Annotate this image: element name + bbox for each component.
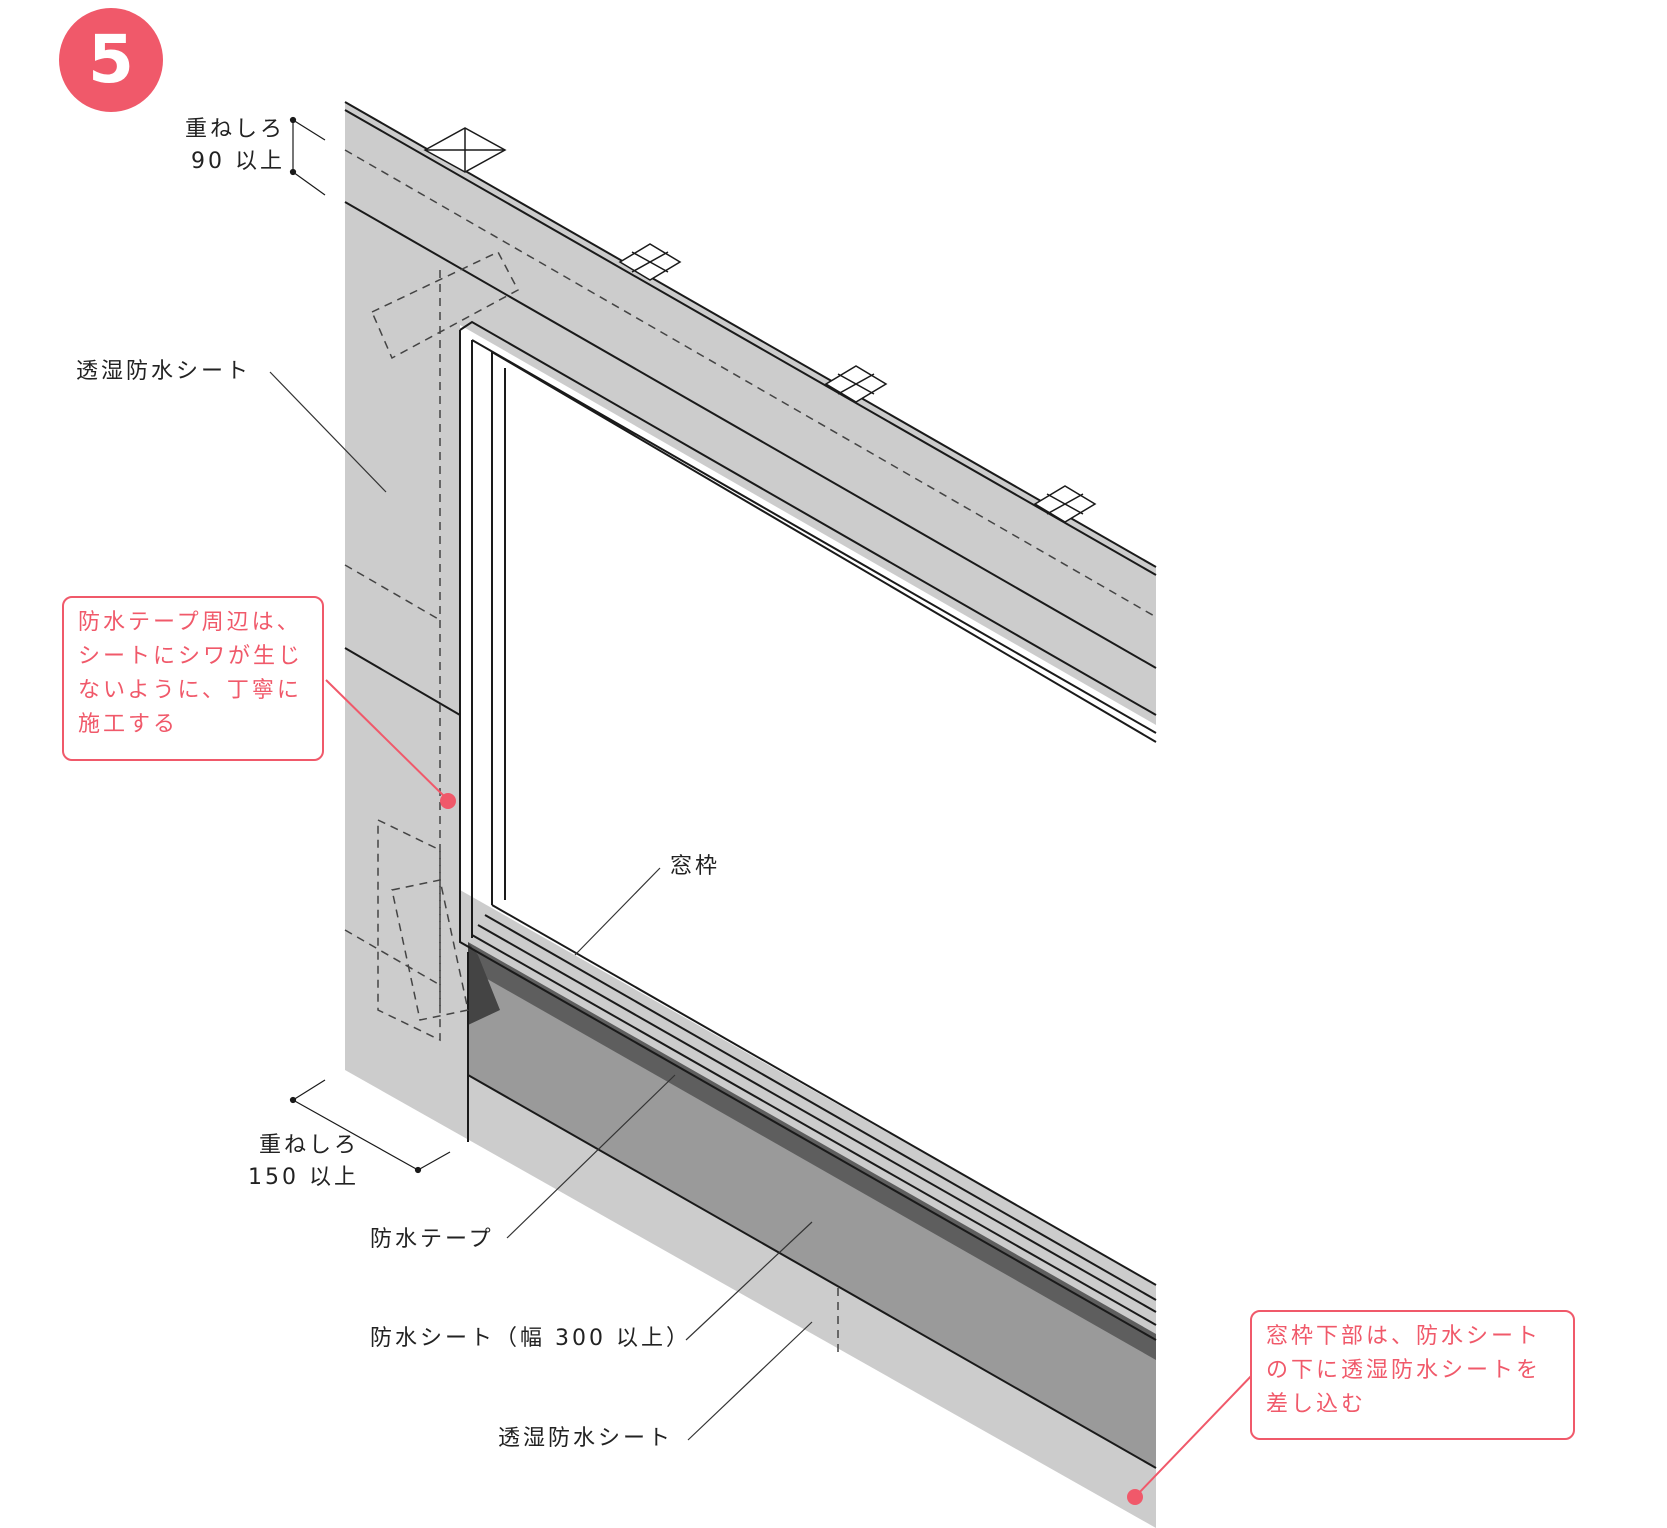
- bottom-overlap-label: 重ねしろ 150 以上: [248, 1133, 359, 1190]
- waterproof-tape-label: 防水テープ: [370, 1227, 494, 1252]
- stud-3: [824, 365, 888, 403]
- frame-bottom-note-callout: 窓枠下部は、防水シート の下に透湿防水シートを 差し込む: [1250, 1310, 1575, 1440]
- waterproof-tape-strip: [468, 942, 1156, 1360]
- wrinkle-note-callout: 防水テープ周辺は、 シートにシワが生じ ないように、丁寧に 施工する: [62, 596, 324, 761]
- breathable-sheet-left-label: 透湿防水シート: [76, 359, 252, 384]
- window-opening: [460, 325, 1156, 1285]
- breathable-sheet-bottom-label: 透湿防水シート: [498, 1426, 674, 1451]
- stud-1: [423, 127, 507, 173]
- waterproof-sheet-band: [468, 952, 1156, 1468]
- waterproof-sheet-label: 防水シート（幅 300 以上）: [370, 1326, 691, 1351]
- stud-2: [618, 243, 682, 281]
- step-number-badge: 5: [59, 8, 163, 112]
- studs: [423, 127, 1097, 523]
- window-frame-label: 窓枠: [670, 854, 721, 879]
- stud-4: [1033, 485, 1097, 523]
- top-overlap-label: 重ねしろ 90 以上: [184, 117, 285, 174]
- tape-corner-flap: [468, 942, 500, 1025]
